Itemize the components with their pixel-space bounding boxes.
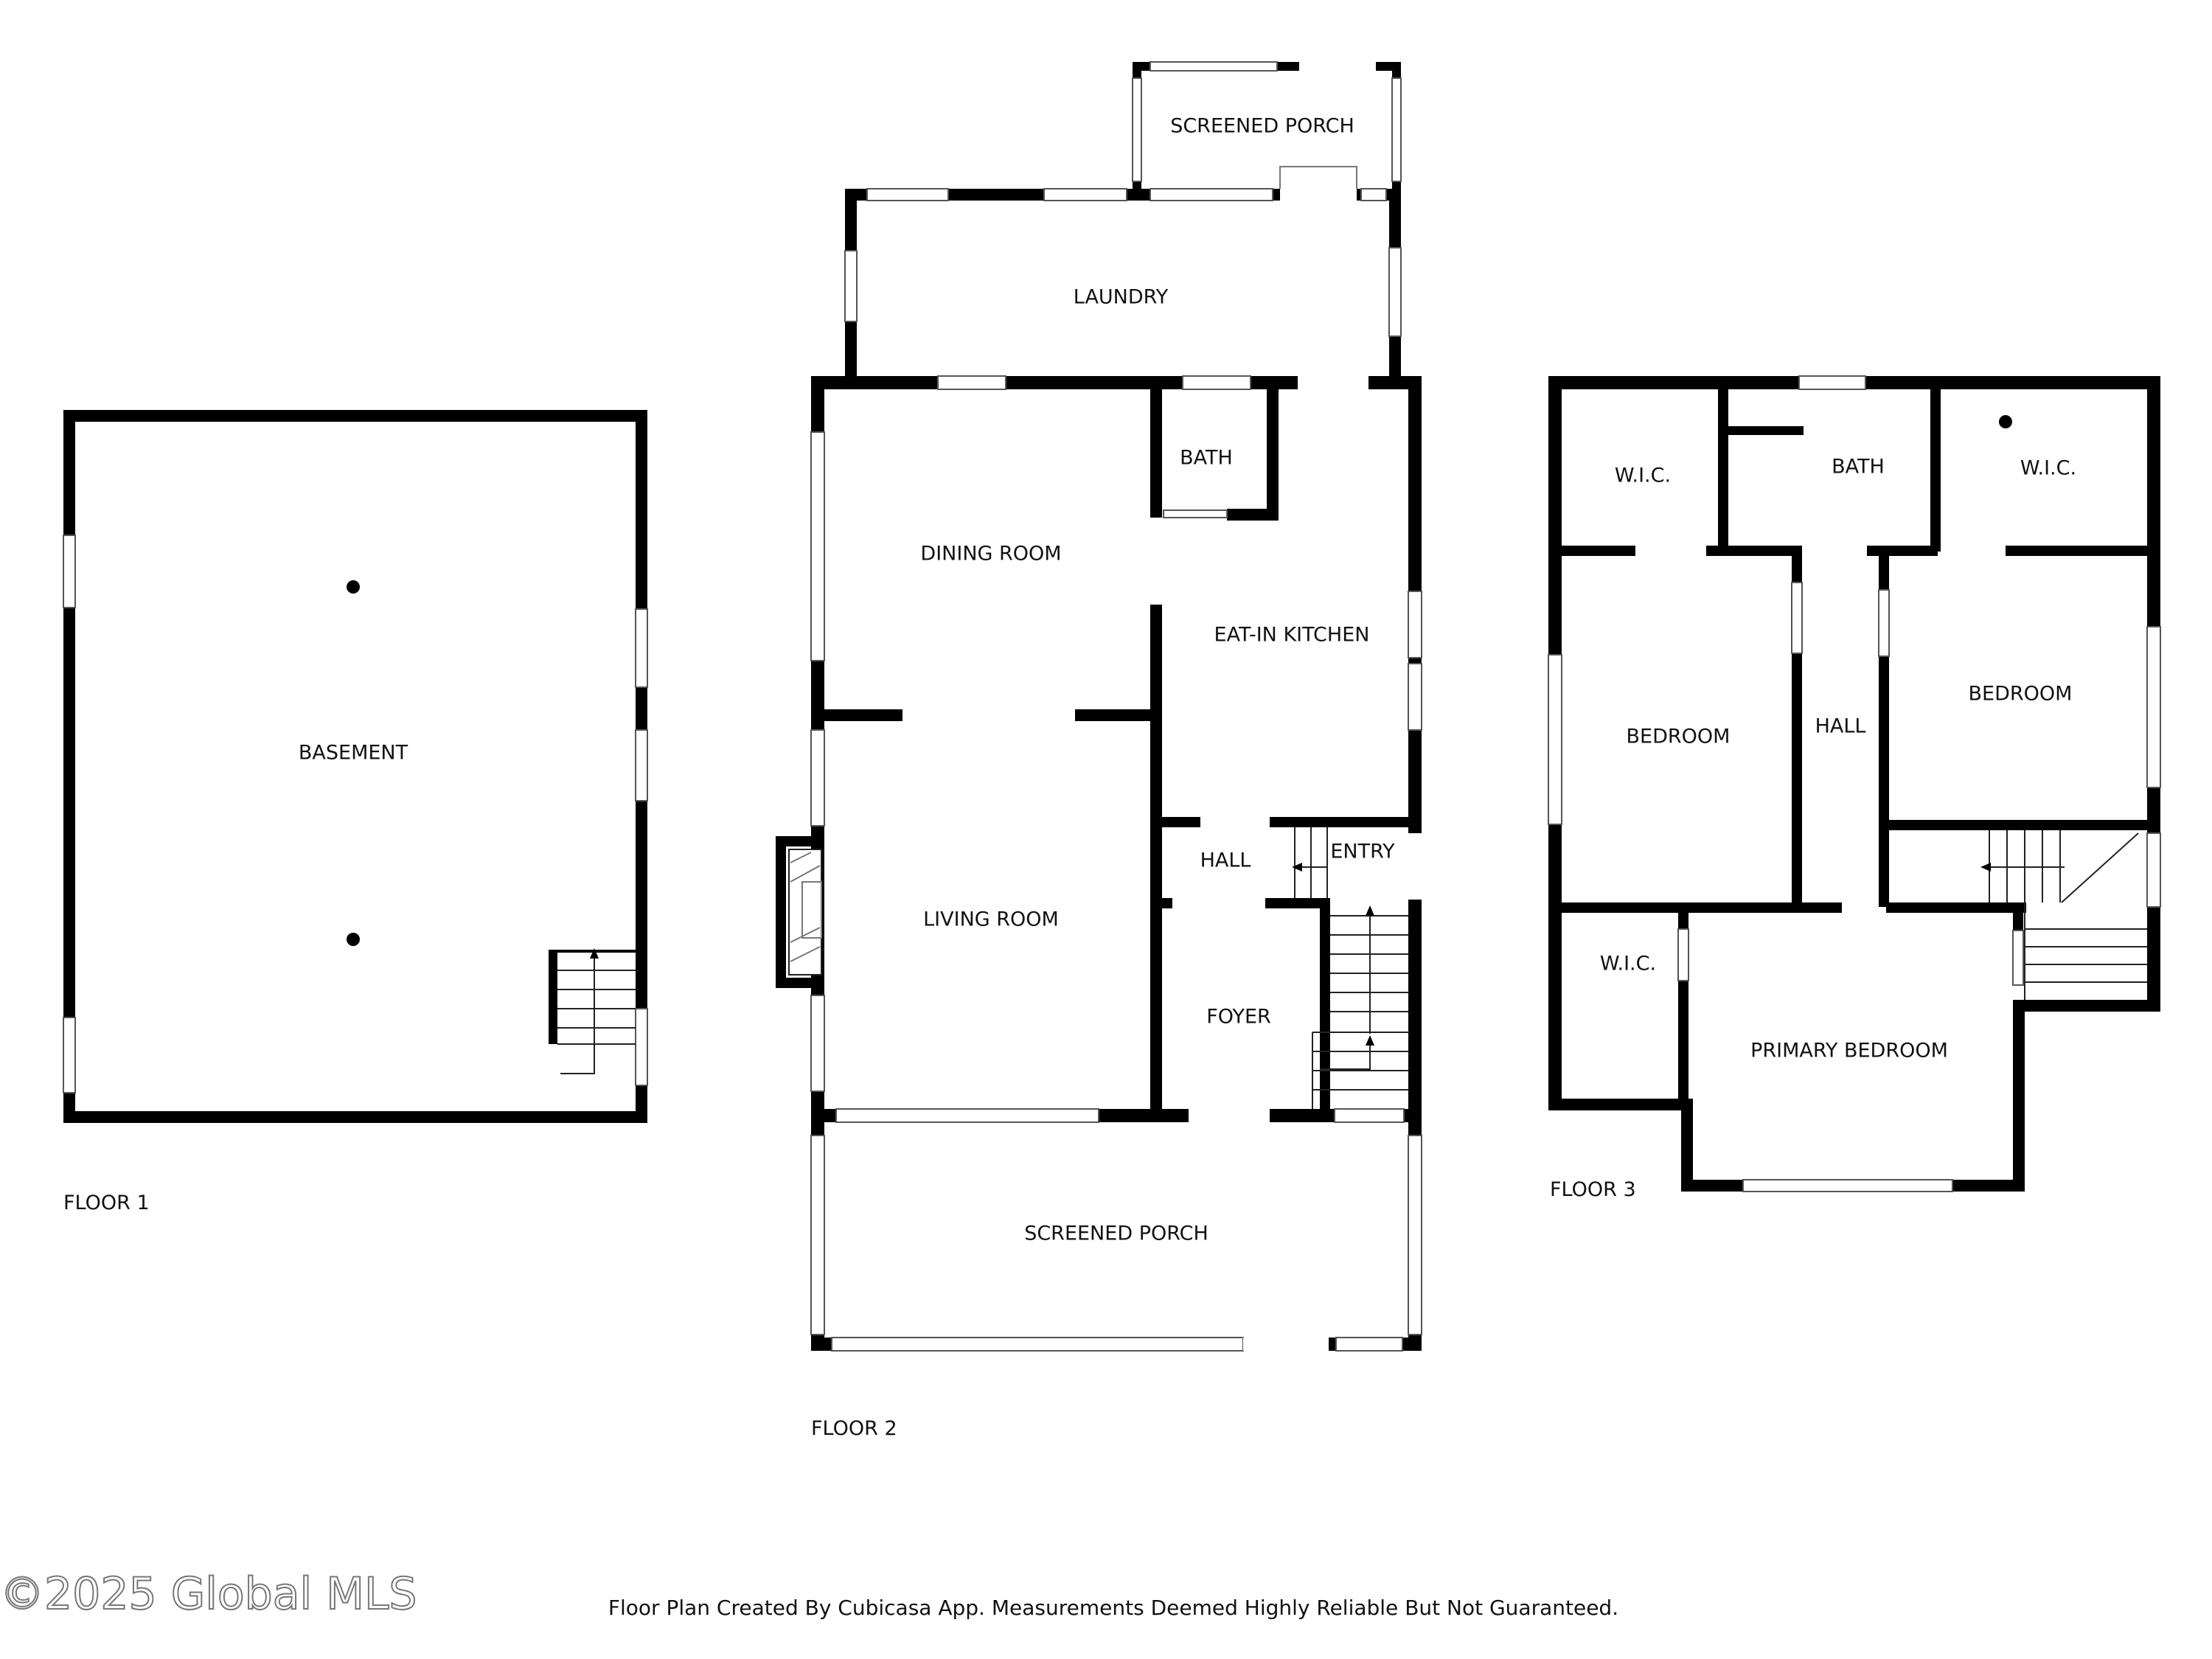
room-label-hall-floor3: HALL bbox=[1815, 715, 1866, 738]
floor-1-plan bbox=[63, 410, 648, 1123]
watermark: ©2025 Global MLS bbox=[0, 1568, 417, 1620]
room-label-eat-in-kitchen: EAT-IN KITCHEN bbox=[1214, 624, 1370, 647]
room-label-bath-floor3: BATH bbox=[1832, 456, 1885, 479]
room-label-dining-room: DINING ROOM bbox=[920, 543, 1061, 566]
room-label-laundry: LAUNDRY bbox=[1074, 286, 1169, 309]
floor-label-3: FLOOR 3 bbox=[1550, 1178, 1636, 1201]
floor-label-1: FLOOR 1 bbox=[63, 1192, 150, 1214]
room-label-screened-porch-top: SCREENED PORCH bbox=[1170, 115, 1354, 138]
room-label-bedroom-left: BEDROOM bbox=[1627, 726, 1731, 748]
room-label-primary-bedroom: PRIMARY BEDROOM bbox=[1750, 1040, 1948, 1062]
room-label-entry: ENTRY bbox=[1330, 841, 1395, 863]
floor-3-plan bbox=[1548, 375, 2161, 1192]
room-label-wic-top-left: W.I.C. bbox=[1615, 465, 1671, 487]
room-label-bath-floor2: BATH bbox=[1180, 447, 1233, 470]
floor-2-plan bbox=[776, 61, 1422, 1352]
footer-disclaimer: Floor Plan Created By Cubicasa App. Meas… bbox=[608, 1596, 1618, 1620]
room-label-screened-porch-bottom: SCREENED PORCH bbox=[1024, 1222, 1208, 1245]
floor-label-2: FLOOR 2 bbox=[811, 1417, 897, 1440]
room-label-living-room: LIVING ROOM bbox=[923, 908, 1059, 931]
room-label-hall-floor2: HALL bbox=[1200, 849, 1251, 872]
room-label-wic-top-right: W.I.C. bbox=[2020, 457, 2076, 480]
room-label-basement: BASEMENT bbox=[299, 742, 408, 765]
room-label-foyer: FOYER bbox=[1206, 1006, 1271, 1029]
room-label-wic-bottom: W.I.C. bbox=[1600, 953, 1656, 975]
room-label-bedroom-right: BEDROOM bbox=[1969, 683, 2073, 706]
